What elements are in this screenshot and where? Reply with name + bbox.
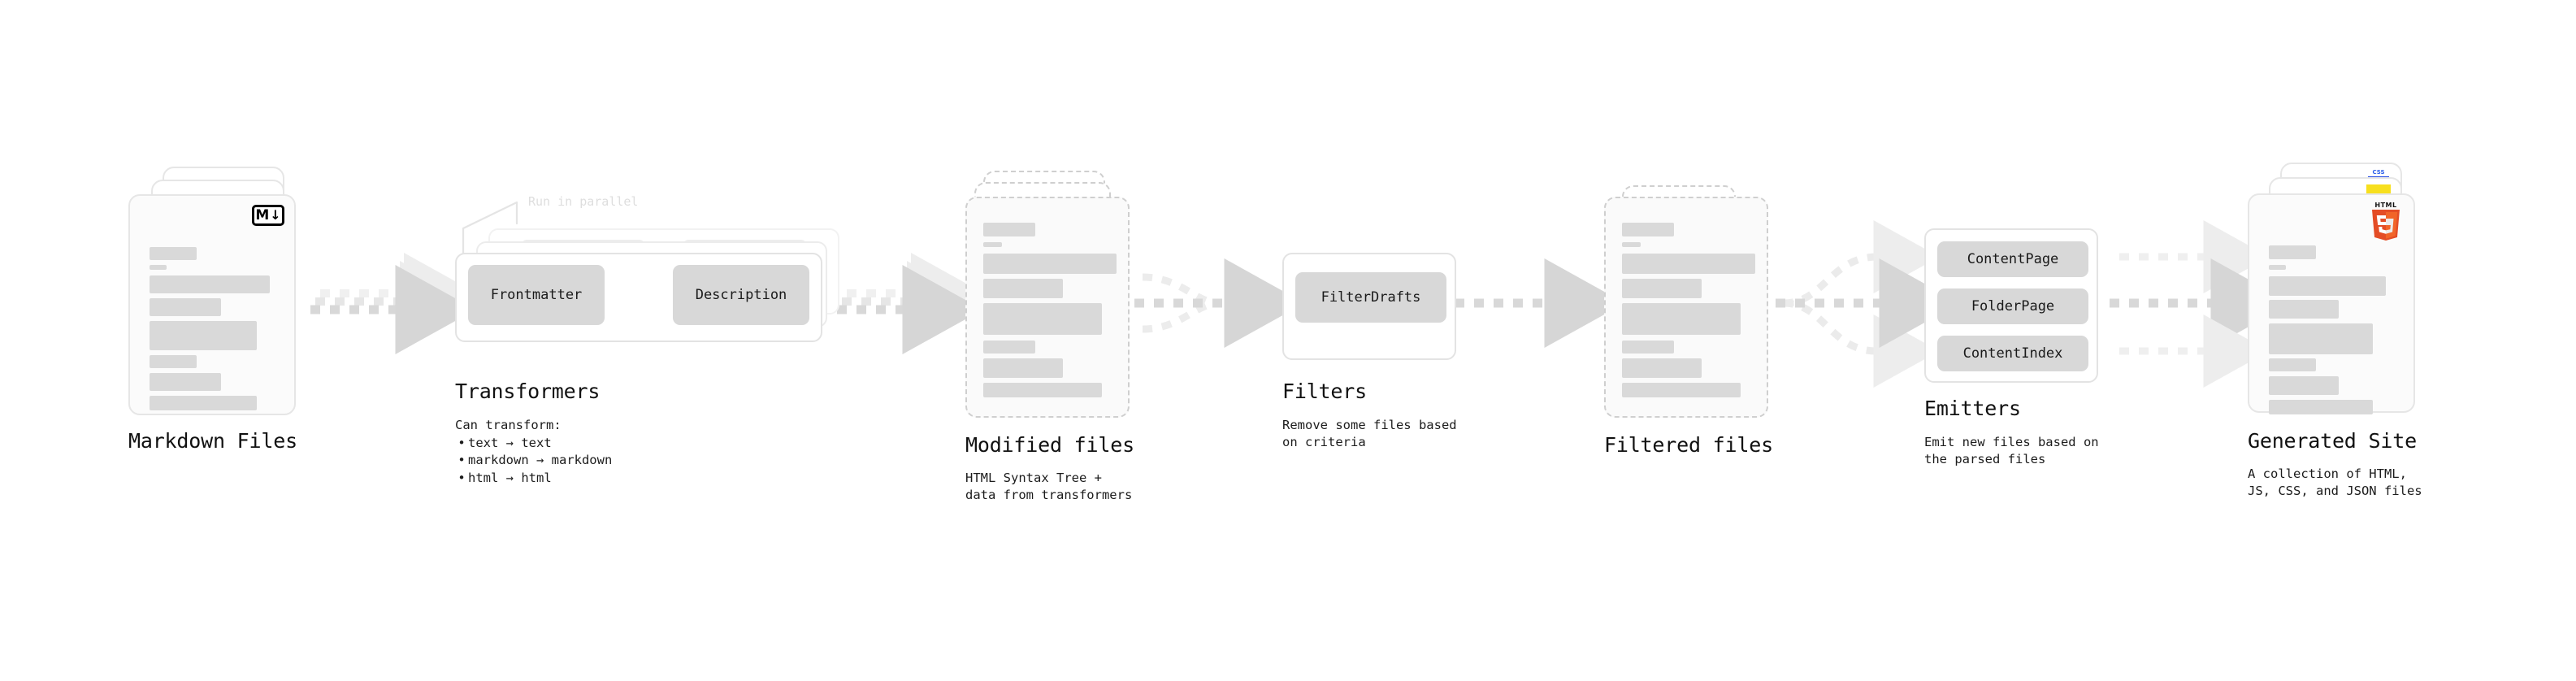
list-item: •text → text (455, 435, 612, 452)
skeleton-block (983, 254, 1117, 274)
skeleton-block (983, 279, 1063, 298)
stage-desc-filters: Remove some files based on criteria (1282, 418, 1457, 449)
stage-title-generated-site: Generated Site (2248, 429, 2417, 453)
stage-title-markdown-files: Markdown Files (128, 429, 297, 453)
list-item: •html → html (455, 470, 612, 487)
skeleton-subtitle (2269, 265, 2286, 270)
skeleton-block (1622, 340, 1674, 354)
skeleton-block (1622, 383, 1741, 397)
stage-title-modified-files: Modified files (965, 433, 1134, 457)
bullet-dot-icon: • (458, 470, 466, 485)
skeleton-block (150, 298, 221, 316)
transformer-pill-description[interactable]: Description (673, 265, 809, 325)
skeleton-block (983, 358, 1063, 378)
skeleton-block (1622, 303, 1741, 335)
bullet-text: markdown → markdown (468, 453, 613, 468)
bullet-text: text → text (468, 436, 552, 450)
generated-card-front-html: HTML (2248, 193, 2415, 414)
markdown-icon: M↓ (252, 205, 284, 226)
emitter-pill-contentindex[interactable]: ContentIndex (1937, 336, 2088, 371)
skeleton-block (2269, 358, 2316, 371)
markdown-card-front: M↓ (128, 194, 296, 415)
markdown-icon-arrow: ↓ (270, 207, 281, 223)
emitters-box: ContentPage FolderPage ContentIndex (1924, 228, 2098, 383)
filter-pill-filterdrafts[interactable]: FilterDrafts (1295, 272, 1446, 323)
skeleton-block (983, 383, 1102, 397)
bullet-dot-icon: • (458, 453, 466, 468)
html5-shield-icon (2372, 210, 2400, 241)
transformers-bullet-list: •text → text •markdown → markdown •html … (455, 435, 612, 487)
skeleton-block (150, 373, 221, 391)
skeleton-subtitle (983, 242, 1002, 247)
skeleton-block (2269, 300, 2339, 319)
html5-icon: HTML (2370, 202, 2402, 241)
skeleton-block (1622, 254, 1755, 274)
skeleton-block (2269, 276, 2386, 296)
stage-title-emitters: Emitters (1924, 397, 2021, 420)
skeleton-title (983, 223, 1035, 236)
bullet-dot-icon: • (458, 436, 466, 450)
skeleton-title (150, 247, 197, 260)
skeleton-subtitle (1622, 242, 1641, 247)
skeleton-block (150, 396, 257, 410)
skeleton-block (1622, 358, 1702, 378)
skeleton-subtitle (150, 265, 167, 270)
stage-desc-transformers: Can transform: (455, 418, 562, 432)
skeleton-block (150, 355, 197, 368)
modified-card-front (965, 197, 1130, 418)
filtered-card-front (1604, 197, 1768, 418)
bullet-text: html → html (468, 470, 552, 485)
skeleton-block (1622, 279, 1702, 298)
emitter-pill-folderpage[interactable]: FolderPage (1937, 288, 2088, 324)
skeleton-block (2269, 323, 2373, 354)
css-badge-label: CSS (2372, 169, 2385, 176)
run-in-parallel-label: Run in parallel (528, 194, 639, 209)
skeleton-block (150, 321, 257, 350)
stage-desc-emitters: Emit new files based on the parsed files (1924, 435, 2099, 466)
arrow-modified-to-filters (1134, 258, 1305, 348)
emitter-pill-contentpage[interactable]: ContentPage (1937, 241, 2088, 277)
html5-icon-label: HTML (2374, 202, 2397, 209)
skeleton-block (983, 303, 1102, 335)
transformer-box-front: Frontmatter Description (455, 253, 822, 342)
transformer-pill-frontmatter[interactable]: Frontmatter (468, 265, 605, 325)
stage-title-filtered-files: Filtered files (1604, 433, 1773, 457)
stage-title-transformers: Transformers (455, 380, 601, 403)
skeleton-title (2269, 245, 2316, 259)
stage-desc-modified-files: HTML Syntax Tree + data from transformer… (965, 471, 1133, 502)
arrow-markdown-to-transformers (310, 253, 477, 354)
skeleton-block (983, 340, 1035, 354)
arrow-emitters-to-generated (2110, 220, 2292, 388)
stage-desc-generated-site: A collection of HTML, JS, CSS, and JSON … (2248, 466, 2422, 498)
skeleton-block (2269, 400, 2373, 414)
list-item: •markdown → markdown (455, 452, 612, 469)
filters-box: FilterDrafts (1282, 253, 1456, 360)
arrow-filtered-to-emitters (1776, 220, 1960, 388)
stage-title-filters: Filters (1282, 380, 1367, 403)
skeleton-title (1622, 223, 1674, 236)
skeleton-block (2269, 376, 2339, 395)
skeleton-block (150, 275, 270, 293)
markdown-icon-letter: M (255, 206, 269, 223)
